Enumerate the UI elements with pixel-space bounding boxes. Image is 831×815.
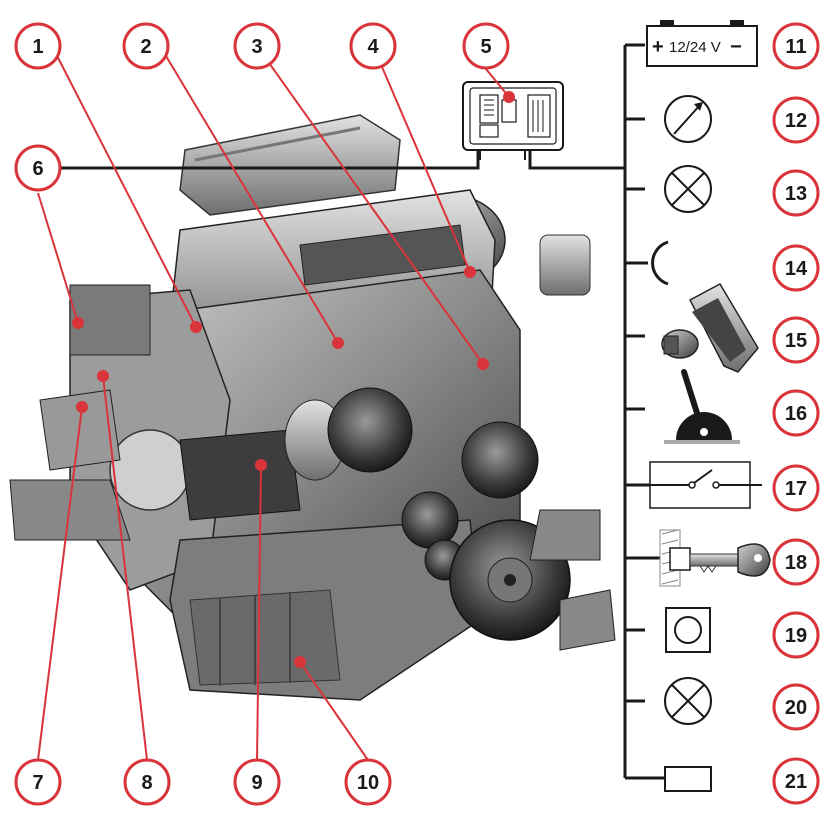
callout-19: 19 (772, 611, 820, 659)
battery-voltage-label: 12/24 V (669, 39, 721, 56)
callout-1: 1 (14, 22, 62, 70)
callout-21: 21 (772, 757, 820, 805)
callout-5: 5 (462, 22, 510, 70)
callout-3: 3 (233, 22, 281, 70)
svg-text:11: 11 (785, 36, 806, 58)
callout-2: 2 (122, 22, 170, 70)
battery-icon: + 12/24 V − (646, 20, 758, 67)
svg-text:3: 3 (251, 36, 262, 58)
callout-7: 7 (14, 758, 62, 806)
module-icon (664, 766, 712, 792)
leader-lines (37, 45, 510, 761)
callout-20: 20 (772, 683, 820, 731)
callout-9: 9 (233, 758, 281, 806)
switch-icon (640, 461, 762, 509)
svg-text:20: 20 (785, 697, 807, 719)
hand-throttle-lever-icon (664, 369, 740, 444)
svg-text:2: 2 (140, 36, 151, 58)
svg-text:18: 18 (785, 552, 807, 574)
svg-text:6: 6 (32, 158, 43, 180)
callout-14: 14 (772, 244, 820, 292)
callout-12: 12 (772, 96, 820, 144)
battery-plus: + (652, 36, 664, 58)
accelerator-pedal-icon (661, 283, 759, 373)
svg-text:12: 12 (785, 110, 807, 132)
callout-13: 13 (772, 169, 820, 217)
callout-16: 16 (772, 389, 820, 437)
svg-text:7: 7 (32, 772, 43, 794)
svg-text:9: 9 (251, 772, 262, 794)
svg-text:13: 13 (785, 183, 807, 205)
svg-text:1: 1 (32, 36, 43, 58)
callout-17: 17 (772, 464, 820, 512)
callout-6: 6 (14, 144, 62, 192)
connector-icon (651, 240, 669, 286)
ignition-key-icon (659, 529, 771, 587)
battery-minus: − (730, 36, 742, 58)
callout-11: 11 (772, 22, 820, 70)
svg-text:21: 21 (785, 771, 807, 793)
svg-text:5: 5 (480, 36, 491, 58)
svg-text:10: 10 (357, 772, 379, 794)
svg-text:14: 14 (785, 258, 808, 280)
gauge-icon (664, 95, 712, 143)
engine-illustration (9, 114, 616, 701)
svg-text:16: 16 (785, 403, 807, 425)
callout-10: 10 (344, 758, 392, 806)
ecu-unit (462, 81, 564, 160)
callout-4: 4 (349, 22, 397, 70)
svg-text:17: 17 (785, 478, 807, 500)
callout-18: 18 (772, 538, 820, 586)
push-button-icon (665, 607, 711, 653)
wiring (60, 43, 665, 780)
callout-15: 15 (772, 316, 820, 364)
svg-text:15: 15 (785, 330, 807, 352)
callout-8: 8 (123, 758, 171, 806)
svg-text:8: 8 (141, 772, 152, 794)
svg-text:4: 4 (367, 36, 379, 58)
callouts: 1 2 3 4 5 6 7 8 9 10 11 12 13 14 15 16 1… (14, 22, 820, 806)
svg-text:19: 19 (785, 625, 807, 647)
warning-lamp-icon (664, 165, 712, 213)
indicator-lamp-icon (664, 677, 712, 725)
